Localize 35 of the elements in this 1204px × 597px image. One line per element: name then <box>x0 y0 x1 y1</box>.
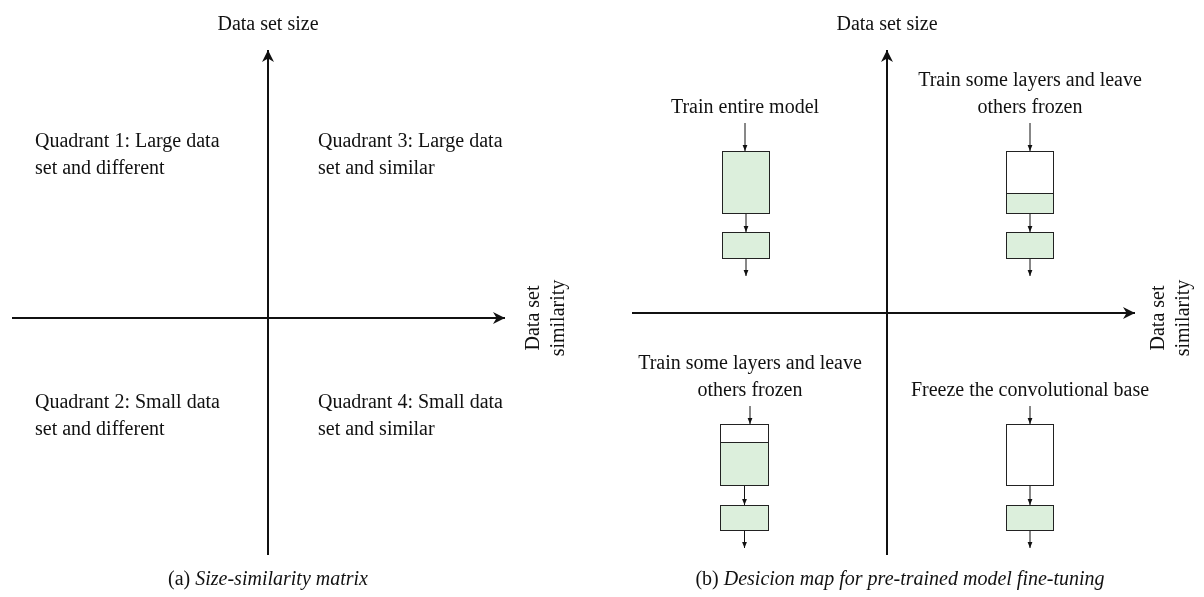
axis-title: Data set similarity <box>520 278 570 359</box>
layer-block <box>720 424 769 443</box>
arrow <box>743 213 749 233</box>
axis-title: Data set similarity <box>1145 278 1195 359</box>
layer-block <box>1006 151 1054 214</box>
quadrant-label: Quadrant 4: Small data set and similar <box>318 389 504 441</box>
arrow <box>742 485 747 506</box>
text-label: Train entire model <box>645 60 845 120</box>
quadrant-label: Quadrant 2: Small data set and different <box>35 389 221 441</box>
layer-block <box>720 505 769 531</box>
layer-block <box>722 151 770 214</box>
caption: (b) Desicion map for pre-trained model fine-tuning <box>694 566 1106 592</box>
layer-block <box>1006 424 1054 486</box>
text-label: Train some layers and leave others frozen <box>900 60 1160 120</box>
axis-title: Data set size <box>216 11 320 36</box>
arrow <box>1027 485 1033 506</box>
quadrant-label: Quadrant 3: Large data set and similar <box>318 128 504 180</box>
layer-block <box>1006 151 1054 194</box>
arrow <box>1027 258 1033 277</box>
arrow <box>743 258 749 277</box>
arrow <box>742 530 747 549</box>
layer-block <box>720 424 769 486</box>
caption: (a) Size-similarity matrix <box>167 566 369 592</box>
arrow <box>1027 213 1033 233</box>
layer-block <box>1006 505 1054 531</box>
quadrant-label: Quadrant 1: Large data set and different <box>35 128 221 180</box>
axis-title: Data set size <box>835 11 939 36</box>
layer-block <box>1006 232 1054 259</box>
arrow <box>747 405 753 425</box>
layer-block <box>722 232 770 259</box>
text-label: Train some layers and leave others frozen <box>625 343 875 403</box>
arrow <box>1027 122 1033 152</box>
arrow <box>1027 530 1033 549</box>
arrow <box>742 122 748 152</box>
arrow <box>1027 405 1033 425</box>
